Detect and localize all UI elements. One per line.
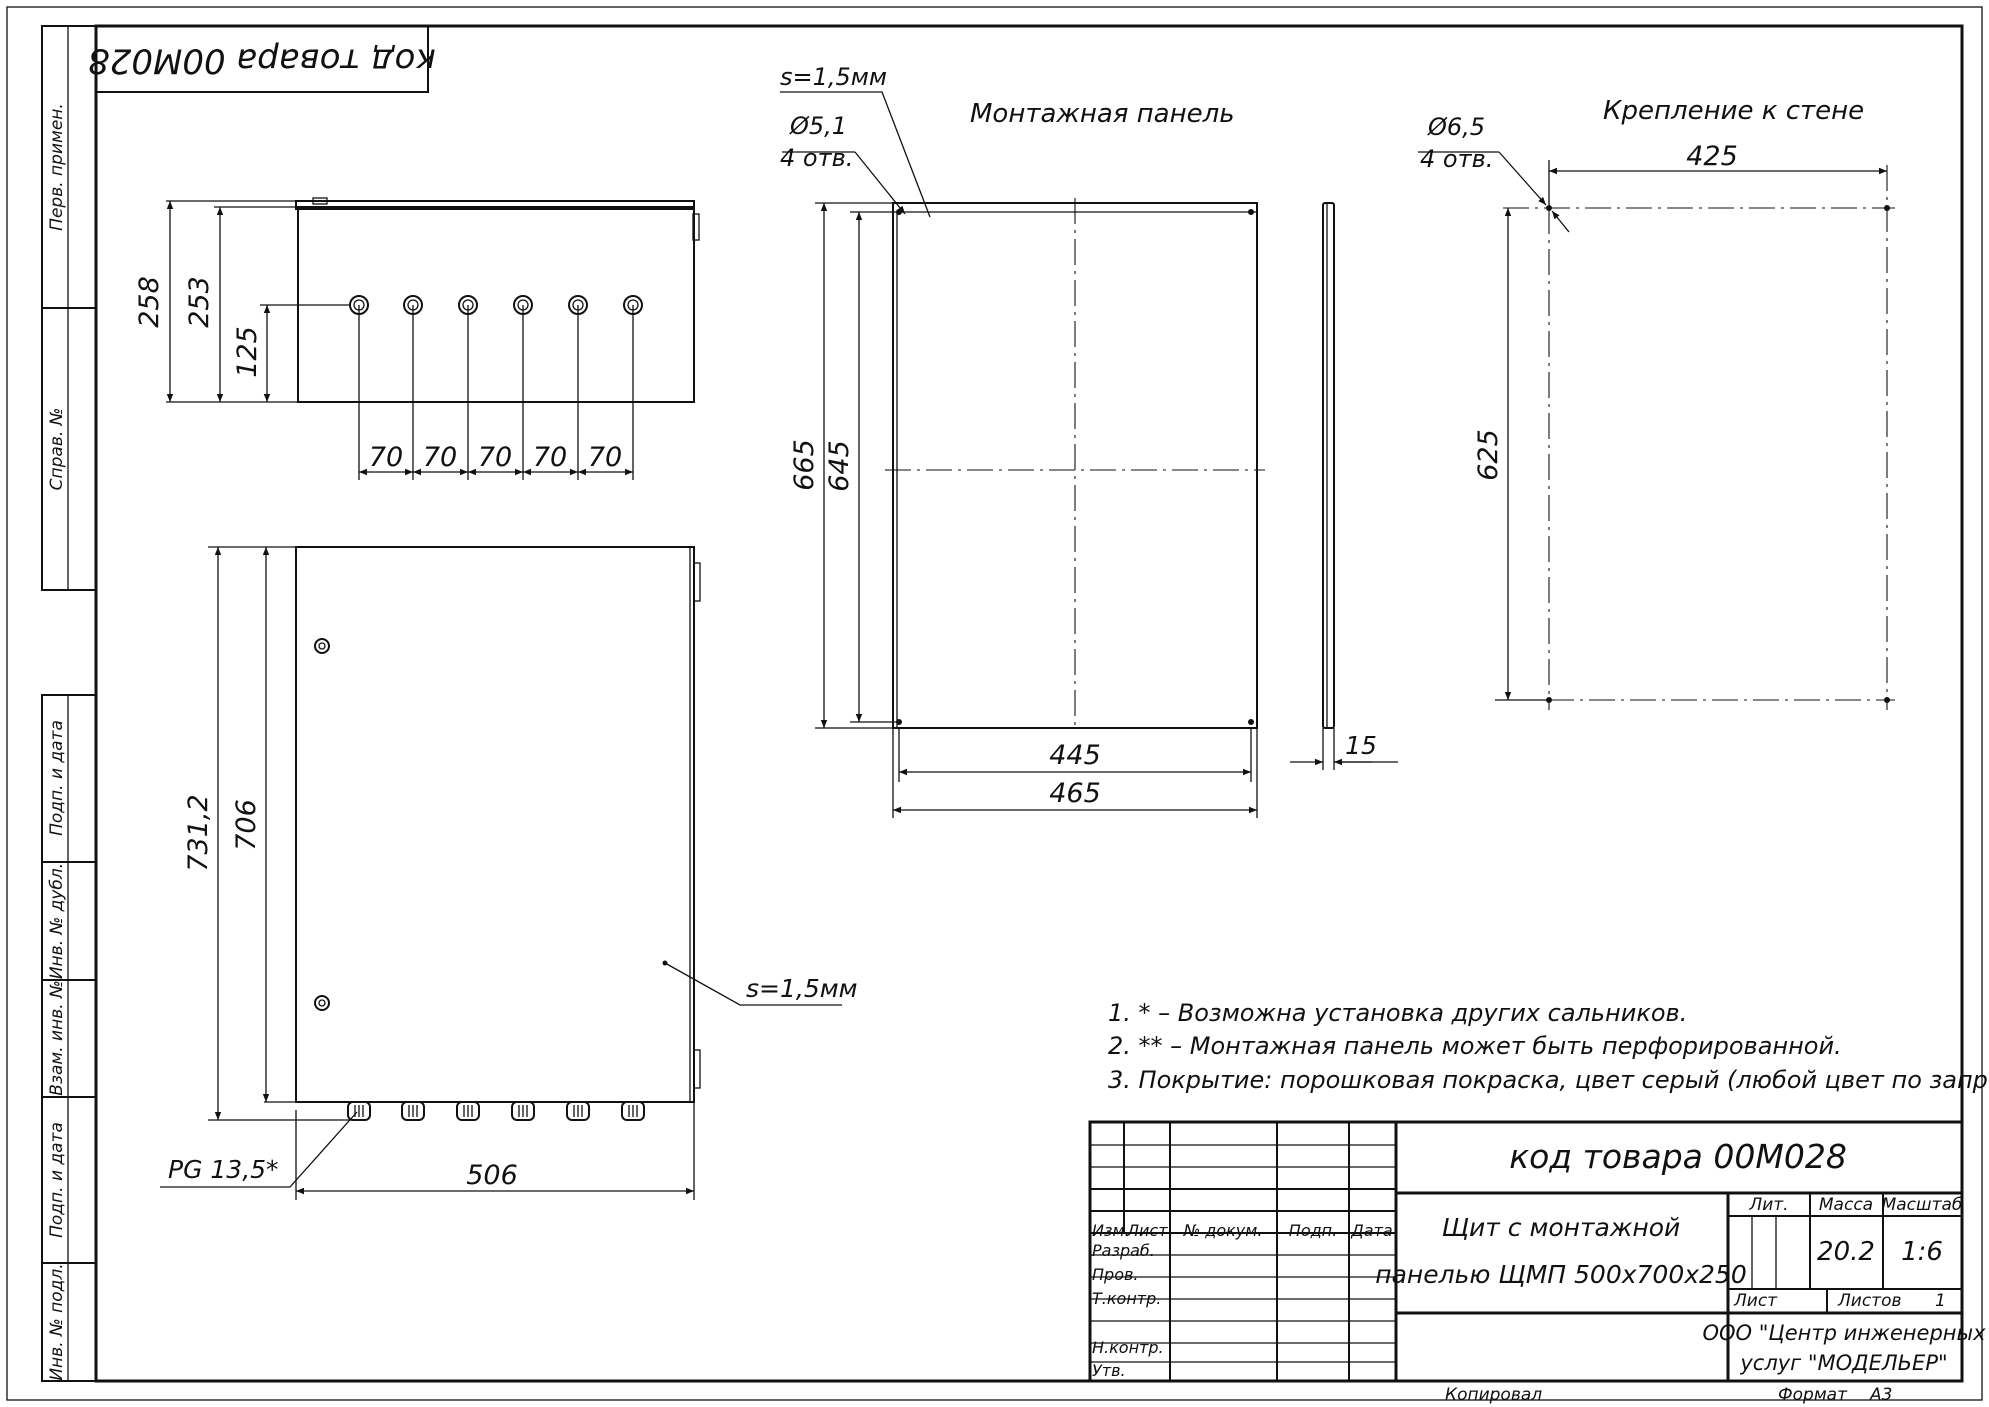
dim-625: 625 <box>1473 429 1504 481</box>
tb-head-data: Дата <box>1350 1221 1392 1240</box>
wall-mount-view: Крепление к стене 425 625 Ø6,5 4 отв. <box>1418 96 1895 710</box>
tb-head-doc: № докум. <box>1183 1221 1263 1240</box>
footer-copied: Копировал <box>1445 1385 1542 1405</box>
tb-lit-label: Лит. <box>1748 1195 1788 1215</box>
technical-notes: 1. * – Возможна установка других сальник… <box>1108 999 1989 1094</box>
dim-pitch-3: 70 <box>478 442 512 473</box>
tb-sheets-value: 1 <box>1935 1291 1946 1311</box>
wall-hole-count: 4 отв. <box>1420 145 1493 173</box>
tb-scale-value: 1:6 <box>1901 1237 1943 1267</box>
dim-pitch-2: 70 <box>423 442 457 473</box>
top-view: 258 253 125 70 70 70 70 70 <box>134 197 700 480</box>
pitch-dimension-chain: 70 70 70 70 70 <box>358 305 634 480</box>
cable-gland <box>566 1101 590 1121</box>
side-stamp-column: Перв. примен. Справ. № Подп. и дата Инв.… <box>41 25 96 1382</box>
dim-445: 445 <box>1049 740 1101 771</box>
dim-731: 731,2 <box>183 794 214 871</box>
stamp-perv: Перв. примен. <box>47 103 67 231</box>
wall-mount-title: Крепление к стене <box>1603 96 1864 126</box>
dim-258: 258 <box>134 276 165 328</box>
wall-holes <box>1546 205 1890 703</box>
tb-sheets-label: Листов <box>1837 1291 1902 1311</box>
front-thickness-label: s=1,5мм <box>746 974 857 1003</box>
stamp-inv-podl: Инв. № подл. <box>47 1263 67 1380</box>
cable-gland <box>347 1101 371 1121</box>
corner-code-text: код товара 00М028 <box>88 41 436 81</box>
dim-706: 706 <box>231 799 262 851</box>
footer-format-value: А3 <box>1869 1385 1892 1405</box>
stamp-sprav: Справ. № <box>47 408 67 491</box>
panel-hole-diameter: Ø5,1 <box>789 112 847 140</box>
door-lock-top <box>314 638 330 654</box>
tb-head-podp: Подп. <box>1289 1221 1337 1240</box>
tb-head-list: Лист <box>1126 1221 1168 1240</box>
tb-role-tkontr: Т.контр. <box>1092 1289 1161 1308</box>
door-lock-bottom <box>314 995 330 1011</box>
panel-hole-count: 4 отв. <box>780 144 853 172</box>
tb-name-line-2: панелью ЩМП 500х700х250 <box>1375 1260 1747 1289</box>
corner-code-box: код товара 00М028 <box>88 25 436 93</box>
footer-format-label: Формат <box>1778 1385 1848 1405</box>
stamp-inv-dubl: Инв. № дубл. <box>47 863 67 979</box>
cable-glands-front <box>347 1101 645 1121</box>
tb-name-line-1: Щит с монтажной <box>1442 1213 1681 1242</box>
tb-mass-value: 20.2 <box>1817 1237 1875 1267</box>
title-block: код товара 00М028 Щит с монтажной панель… <box>1088 1120 1986 1383</box>
sheet-footer: Копировал Формат А3 <box>1445 1385 1892 1405</box>
dim-pitch-1: 70 <box>369 442 403 473</box>
gland-holes-top <box>349 295 643 315</box>
tb-role-razrab: Разраб. <box>1092 1241 1155 1260</box>
dim-pitch-4: 70 <box>533 442 567 473</box>
tb-mass-label: Масса <box>1819 1195 1873 1215</box>
cable-gland <box>511 1101 535 1121</box>
note-3: 3. Покрытие: порошковая покраска, цвет с… <box>1108 1066 1989 1094</box>
tb-role-utv: Утв. <box>1092 1361 1126 1380</box>
tb-company-line-2: услуг "МОДЕЛЬЕР" <box>1739 1351 1947 1375</box>
dim-125: 125 <box>232 326 263 378</box>
tb-product-code: код товара 00М028 <box>1509 1137 1847 1176</box>
cable-gland <box>621 1101 645 1121</box>
dim-15: 15 <box>1345 731 1377 760</box>
dim-425: 425 <box>1686 141 1738 172</box>
mount-panel-title: Монтажная панель <box>970 99 1235 129</box>
dim-253: 253 <box>184 276 215 328</box>
dim-645: 645 <box>824 440 855 492</box>
stamp-podp-2: Подп. и дата <box>47 1122 67 1238</box>
cable-gland <box>401 1101 425 1121</box>
stamp-vzam: Взам. инв. № <box>47 980 67 1095</box>
cable-gland <box>456 1101 480 1121</box>
mounting-panel-view: Монтажная панель 665 645 445 4 <box>780 63 1398 818</box>
tb-sheet-label: Лист <box>1733 1291 1778 1311</box>
dim-506: 506 <box>466 1160 518 1191</box>
dim-pitch-5: 70 <box>588 442 622 473</box>
tb-scale-label: Масштаб <box>1882 1195 1963 1215</box>
tb-role-nkontr: Н.контр. <box>1092 1338 1164 1357</box>
tb-role-prov: Пров. <box>1092 1265 1139 1284</box>
stamp-podp-1: Подп. и дата <box>47 720 67 836</box>
tb-head-izm: Изм. <box>1092 1221 1130 1240</box>
note-2: 2. ** – Монтажная панель может быть перф… <box>1108 1032 1842 1060</box>
panel-thickness-label: s=1,5мм <box>780 63 887 91</box>
wall-hole-diameter: Ø6,5 <box>1427 113 1485 141</box>
sheet-frame <box>6 6 1983 1401</box>
tb-company-line-1: ООО "Центр инженерных <box>1702 1321 1986 1345</box>
dim-465: 465 <box>1049 778 1101 809</box>
front-view: 731,2 706 506 s=1,5мм PG 13,5* <box>160 546 857 1200</box>
dim-665: 665 <box>789 439 820 491</box>
note-1: 1. * – Возможна установка других сальник… <box>1108 999 1687 1027</box>
gland-label: PG 13,5* <box>168 1155 279 1184</box>
